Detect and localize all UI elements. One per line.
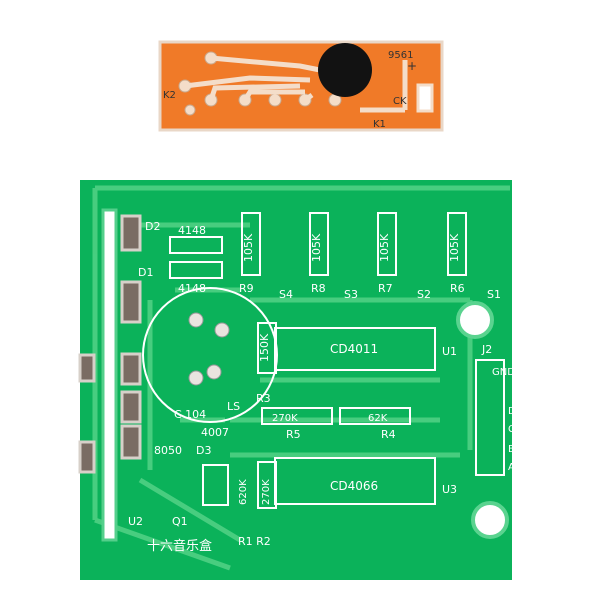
label-r3: R3 [256, 392, 271, 405]
label-k1: K1 [373, 119, 386, 130]
chip-blob [318, 43, 372, 97]
label-r7: R7 [378, 282, 393, 295]
label-c104: C 104 [174, 408, 206, 421]
label-d: D [508, 406, 516, 417]
label-r4: R4 [381, 428, 396, 441]
label-a: A [508, 462, 515, 473]
label-k2: K2 [163, 90, 176, 101]
label-c: C [508, 424, 515, 435]
label-270k-a: 270K [272, 413, 298, 424]
label-j2: J2 [481, 343, 492, 356]
label-plus: + [407, 59, 417, 73]
label-cap-2: 105K [310, 233, 323, 262]
mount-hole-bottom [471, 501, 509, 539]
main-green-board: D2 D1 4148 4148 R9 S4 R8 S3 R7 S2 R6 S1 … [78, 180, 516, 580]
label-4148-top: 4148 [178, 224, 206, 237]
label-cd4066: CD4066 [330, 479, 378, 493]
label-4148-bottom: 4148 [178, 282, 206, 295]
label-b: B [508, 444, 515, 455]
label-8050: 8050 [154, 444, 182, 457]
label-s1: S1 [487, 288, 501, 301]
label-s3: S3 [344, 288, 358, 301]
label-r9: R9 [239, 282, 254, 295]
label-r8: R8 [311, 282, 326, 295]
label-cap-4: 105K [448, 233, 461, 262]
label-4007: 4007 [201, 426, 229, 439]
label-chinese-title: 十六音乐盒 [147, 538, 212, 554]
label-620k: 620K [238, 479, 249, 505]
label-gnd: GND [492, 367, 515, 378]
label-r5: R5 [286, 428, 301, 441]
label-270k-b: 270K [261, 479, 272, 505]
label-cd4011: CD4011 [330, 342, 378, 356]
label-s4: S4 [279, 288, 293, 301]
label-d1: D1 [138, 266, 153, 279]
label-s2: S2 [417, 288, 431, 301]
small-board-pad-rect [416, 83, 434, 113]
label-ck: CK [393, 96, 407, 107]
label-r6: R6 [450, 282, 465, 295]
label-d2: D2 [145, 220, 160, 233]
small-orange-board: 9561 + K2 K1 CK [158, 40, 444, 132]
label-ls: LS [227, 400, 240, 413]
label-150k: 150K [258, 333, 271, 362]
label-62k: 62K [368, 413, 388, 424]
label-u2: U2 [128, 515, 143, 528]
label-r1r2: R1 R2 [238, 535, 271, 548]
label-cap-1: 105K [242, 233, 255, 262]
label-q1: Q1 [172, 515, 188, 528]
label-cap-3: 105K [378, 233, 391, 262]
label-u3: U3 [442, 483, 457, 496]
label-d3: D3 [196, 444, 211, 457]
left-slot [101, 208, 118, 542]
label-u1: U1 [442, 345, 457, 358]
mount-hole-right [456, 301, 494, 339]
label-9561: 9561 [388, 50, 413, 61]
